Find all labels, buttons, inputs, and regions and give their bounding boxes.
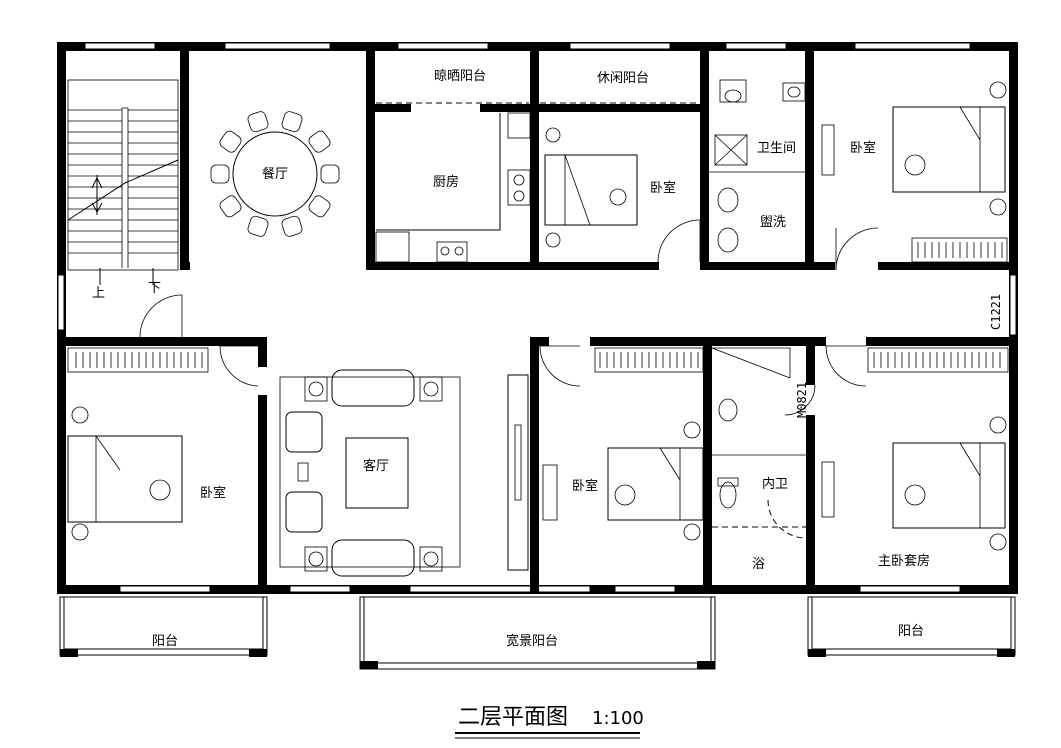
room-label-balcony-wide: 宽景阳台	[506, 633, 558, 649]
room-label-balcony-west: 阳台	[152, 634, 178, 649]
dining-chair	[281, 111, 303, 133]
room-label-toilet: 卫生间	[757, 141, 796, 156]
stair-down-label: 下	[148, 281, 161, 296]
dining-chair	[247, 215, 269, 237]
bed-west	[67, 347, 209, 541]
room-label-bedroom-south-mid: 卧室	[572, 478, 598, 494]
dining-chair	[308, 195, 331, 218]
balcony-railings	[59, 596, 1016, 670]
dining-chair	[219, 195, 242, 218]
living-furniture	[279, 369, 529, 577]
dining-chair	[308, 130, 331, 153]
room-label-shower: 浴	[752, 557, 765, 572]
plan-scale: 1:100	[592, 708, 644, 729]
room-label-kitchen: 厨房	[433, 174, 459, 190]
room-label-dining: 餐厅	[262, 166, 288, 182]
room-label-bedroom-north-mid: 卧室	[650, 180, 676, 196]
toilet-fixtures	[709, 79, 806, 253]
room-label-drying-balcony: 晾晒阳台	[434, 68, 486, 84]
dining-chair	[320, 164, 340, 184]
room-label-inner-bath: 内卫	[762, 476, 788, 492]
bed-master	[821, 347, 1009, 551]
bed-north-mid	[544, 127, 638, 248]
room-label-bedroom-west: 卧室	[200, 485, 226, 501]
inner-bath-fixtures	[711, 347, 807, 539]
room-label-master-suite: 主卧套房	[878, 553, 930, 569]
dining-chair	[219, 130, 242, 153]
room-label-leisure-balcony: 休闲阳台	[597, 71, 649, 86]
interior-walls	[57, 42, 1018, 594]
bed-north-east	[821, 81, 1008, 263]
stair-up-label: 上	[92, 286, 105, 301]
room-label-living: 客厅	[363, 458, 389, 474]
room-label-balcony-east: 阳台	[898, 624, 924, 639]
room-label-washroom: 盥洗	[760, 215, 786, 230]
kitchen-counter	[375, 112, 531, 263]
plan-title: 二层平面图	[458, 705, 568, 730]
dining-chair	[247, 111, 269, 133]
window-code-c1221: C1221	[989, 294, 1003, 330]
room-label-bedroom-north-east: 卧室	[850, 140, 876, 156]
staircase: 上 下	[67, 79, 179, 301]
dining-chair	[281, 215, 303, 237]
bed-south-mid	[542, 347, 704, 541]
dining-chair	[210, 164, 230, 184]
dining-table	[210, 111, 340, 237]
door-code-m0821: M0821	[795, 382, 809, 418]
